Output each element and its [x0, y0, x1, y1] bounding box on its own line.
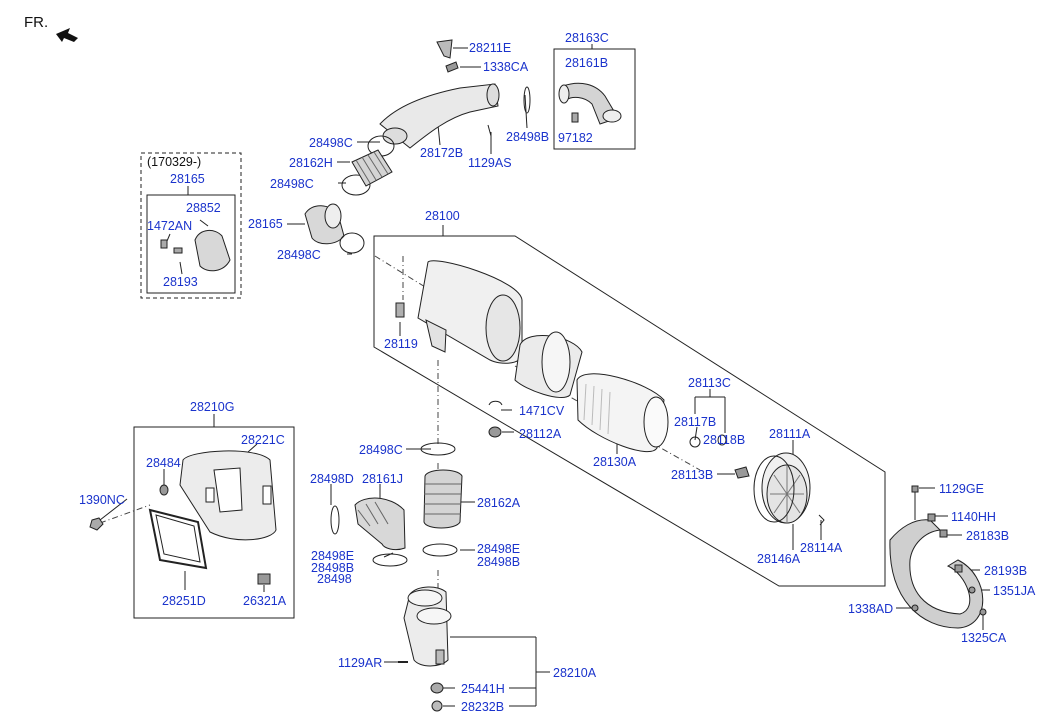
part-label-28172B[interactable]: 28172B: [420, 146, 464, 160]
part-label-1129AR[interactable]: 1129AR: [338, 656, 383, 670]
part-label-28193[interactable]: 28193: [163, 275, 198, 289]
part-label-97182[interactable]: 97182: [558, 131, 593, 145]
part-label-28113C[interactable]: 28113C: [688, 376, 731, 390]
part-label-28130A[interactable]: 28130A: [593, 455, 637, 469]
part-label-1471CV[interactable]: 1471CV: [519, 404, 565, 418]
part-label-28165-box[interactable]: 28165: [170, 172, 205, 186]
part-label-28161B[interactable]: 28161B: [565, 56, 609, 70]
part-label-28498E-1[interactable]: 28498E: [311, 549, 355, 563]
part-label-28119[interactable]: 28119: [384, 337, 418, 351]
part-label-28210A[interactable]: 28210A: [553, 666, 597, 680]
box-28163C: [553, 48, 636, 150]
box-170329-outer: [140, 152, 242, 299]
part-label-1325CA[interactable]: 1325CA: [961, 631, 1007, 645]
part-label-28183B[interactable]: 28183B: [966, 529, 1010, 543]
part-label-1338AD[interactable]: 1338AD: [848, 602, 894, 616]
front-direction-label: FR.: [24, 14, 49, 31]
part-label-28193B[interactable]: 28193B: [984, 564, 1028, 578]
part-label-28112A[interactable]: 28112A: [519, 427, 562, 441]
part-label-28117B[interactable]: 28117B: [674, 415, 717, 429]
part-label-28211E[interactable]: 28211E: [469, 41, 512, 55]
part-label-1129GE[interactable]: 1129GE: [939, 482, 984, 496]
part-label-28210G[interactable]: 28210G: [190, 400, 235, 414]
part-label-28498C-2[interactable]: 28498C: [270, 177, 314, 191]
part-label-28100[interactable]: 28100: [425, 209, 460, 223]
part-label-28114A[interactable]: 28114A: [800, 541, 843, 555]
part-label-1140HH[interactable]: 1140HH: [951, 510, 996, 524]
part-label-28852[interactable]: 28852: [186, 201, 221, 215]
part-label-28146A[interactable]: 28146A: [757, 552, 801, 566]
part-label-1351JA[interactable]: 1351JA: [993, 584, 1036, 598]
part-label-28484[interactable]: 28484: [146, 456, 181, 470]
part-label-28498C-4[interactable]: 28498C: [359, 443, 403, 457]
box-28100: [373, 235, 886, 587]
part-label-26321A[interactable]: 26321A: [243, 594, 287, 608]
part-label-28162A[interactable]: 28162A: [477, 496, 521, 510]
part-label-28165[interactable]: 28165: [248, 217, 283, 231]
part-label-1472AN[interactable]: 1472AN: [147, 219, 193, 233]
part-label-28498B-1[interactable]: 28498B: [311, 561, 355, 575]
box-28165: [146, 194, 236, 294]
part-label-28498C-1[interactable]: 28498C: [309, 136, 353, 150]
part-label-28498E-2[interactable]: 28498E: [477, 542, 521, 556]
part-label-1390NC[interactable]: 1390NC: [79, 493, 125, 507]
part-label-28498B-top[interactable]: 28498B: [506, 130, 550, 144]
part-label-28498C-3[interactable]: 28498C: [277, 248, 321, 262]
part-label-28251D[interactable]: 28251D: [162, 594, 206, 608]
date-note: (170329-): [147, 155, 202, 169]
part-label-28118B[interactable]: 28118B: [703, 433, 746, 447]
part-label-28232B[interactable]: 28232B: [461, 700, 505, 714]
part-label-28498D[interactable]: 28498D: [310, 472, 354, 486]
part-label-28163C[interactable]: 28163C: [565, 31, 609, 45]
part-label-28161J[interactable]: 28161J: [362, 472, 404, 486]
part-label-28111A[interactable]: 28111A: [769, 427, 811, 441]
part-label-1129AS[interactable]: 1129AS: [468, 156, 512, 170]
part-label-1338CA[interactable]: 1338CA: [483, 60, 529, 74]
part-label-28113B[interactable]: 28113B: [671, 468, 714, 482]
part-label-28162H[interactable]: 28162H: [289, 156, 333, 170]
part-label-28498[interactable]: 28498: [317, 572, 352, 586]
part-label-28221C[interactable]: 28221C: [241, 433, 285, 447]
part-label-25441H[interactable]: 25441H: [461, 682, 505, 696]
part-label-28498B-2[interactable]: 28498B: [477, 555, 521, 569]
